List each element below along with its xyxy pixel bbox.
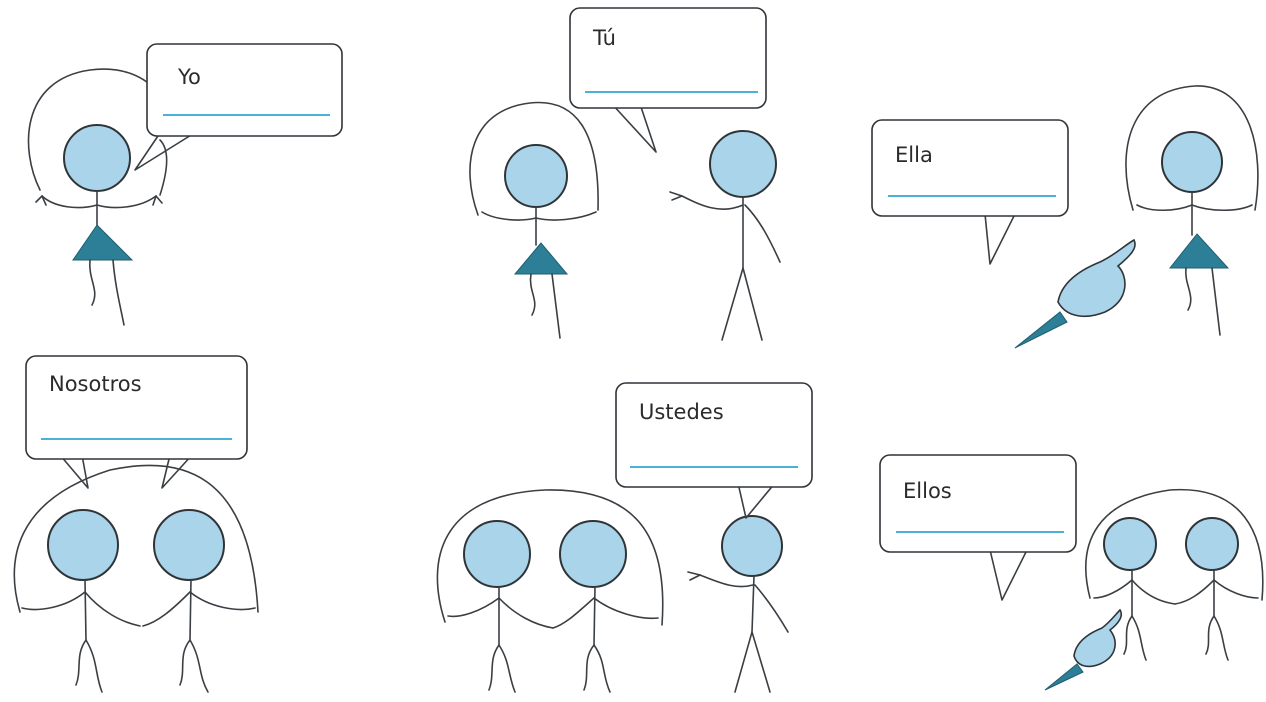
head [1103,517,1157,571]
head [47,509,119,581]
panel-tu: Tú [469,7,781,341]
head [63,124,131,192]
panel-nosotros: Nosotros [13,355,259,693]
bubble-label: Tú [592,26,616,50]
bubble-label: Ella [895,143,933,167]
head [1161,131,1223,193]
speech-bubble [146,43,343,137]
speech-bubble [879,454,1077,553]
skirt [513,242,569,275]
head [463,520,531,588]
panel-ellos: Ellos [879,454,1264,691]
head [153,509,225,581]
panel-ustedes: Ustedes [436,382,813,693]
pointing-hand [1073,608,1123,668]
speech-bubble [871,119,1069,217]
bubble-label: Ustedes [639,400,724,424]
speech-bubble [569,7,767,109]
skirt [72,224,134,261]
head [1185,517,1239,571]
speech-bubble [615,382,813,488]
head [709,130,777,198]
self-loop [27,68,161,191]
panel-ella: Ella [871,85,1259,349]
bubble-label: Nosotros [49,372,142,396]
bubble-label: Ellos [903,479,952,503]
head [504,144,568,208]
head [559,520,627,588]
head [721,515,783,577]
speech-bubble [25,355,248,460]
skirt [1168,233,1230,269]
pointing-hand [1057,238,1136,318]
panel-yo: Yo [27,43,343,326]
bubble-label: Yo [177,65,201,89]
